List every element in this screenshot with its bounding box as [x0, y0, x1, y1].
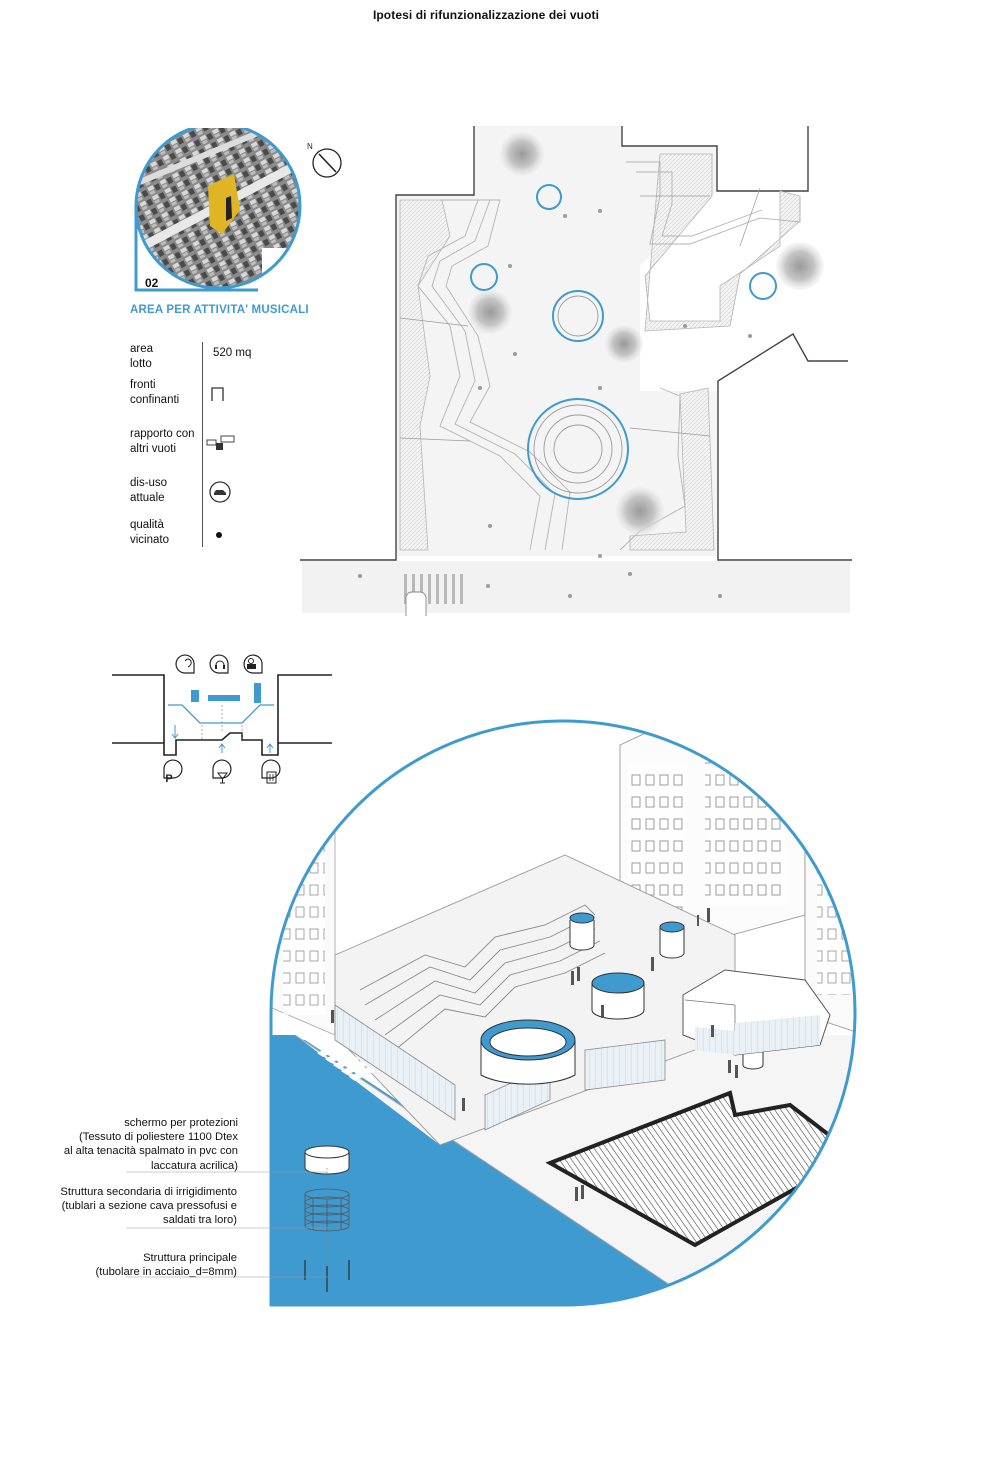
- north-arrow-icon: N: [307, 142, 342, 178]
- section-diagram: P: [112, 654, 332, 785]
- aerial-locator: [134, 128, 302, 292]
- area-title: AREA PER ATTIVITA' MUSICALI: [130, 304, 309, 316]
- headphones-icon: [209, 654, 229, 674]
- relation-squares-icon: [206, 435, 235, 450]
- bin-icon: [261, 759, 281, 784]
- small-pavilion: [536, 184, 562, 210]
- area-value: 520 mq: [213, 347, 252, 359]
- table-separator: [202, 342, 203, 547]
- exploded-pavilion: [304, 1145, 350, 1292]
- page-title: Ipotesi di rifunzionalizzazione dei vuot…: [372, 8, 600, 22]
- camera-icon: [243, 654, 263, 674]
- screen-annotation: schermo per protezioni (Tessuto di polie…: [63, 1117, 238, 1172]
- trees: [468, 132, 824, 535]
- north-label: N: [307, 142, 313, 151]
- car-drawing: [405, 591, 427, 616]
- axonometric-view: [269, 719, 857, 1307]
- car-icon: [209, 481, 231, 503]
- svg-text:P: P: [165, 773, 172, 785]
- bracket-icon: [211, 387, 224, 401]
- cocktail-icon: [212, 759, 232, 784]
- leader-lines: [126, 1171, 328, 1278]
- site-number: 02: [145, 276, 159, 290]
- secondary-structure-annotation: Struttura secondaria di irrigidimento (t…: [60, 1186, 237, 1227]
- highlight-plot: [208, 174, 240, 234]
- site-plan: [300, 126, 852, 616]
- ear-icon: [175, 654, 195, 674]
- parking-icon: P: [163, 759, 183, 785]
- primary-structure-annotation: Struttura principale (tubolare in acciai…: [95, 1252, 237, 1279]
- hatched-lot: [545, 1090, 856, 1248]
- dot-icon: [216, 532, 222, 538]
